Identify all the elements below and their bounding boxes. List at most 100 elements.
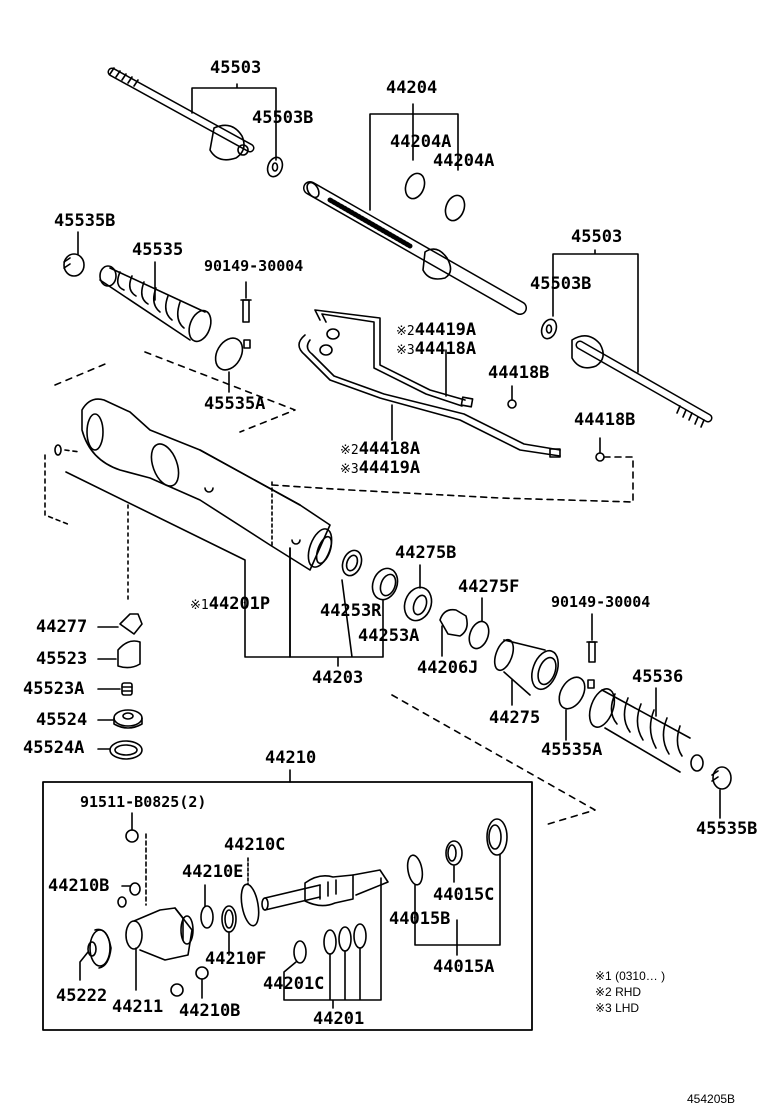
footnote-1-text: (0310… )	[615, 969, 666, 983]
tube-cap-1[interactable]	[507, 399, 517, 409]
marker-3-icon: ※3	[340, 462, 359, 477]
tie-rod-left[interactable]	[107, 67, 255, 161]
spring-45523a[interactable]	[121, 682, 133, 696]
label-44418b-1: 44418B	[488, 363, 550, 383]
label-tube-lower-2: ※344419A	[340, 460, 420, 477]
leader-44015-group	[414, 854, 501, 956]
part-44418a: 44418A	[358, 439, 421, 459]
figure-code: 454205B	[687, 1092, 736, 1106]
marker-2-icon: ※2	[340, 443, 359, 458]
seal-44210f[interactable]	[221, 905, 237, 933]
label-45524: 45524	[36, 710, 88, 730]
footnote-2-text: RHD	[615, 985, 642, 999]
label-44253r: 44253R	[320, 601, 382, 621]
pressure-tube-lower[interactable]	[298, 334, 561, 458]
dashed-guide-tube	[271, 456, 634, 503]
tie-rod-right-washer[interactable]	[539, 317, 559, 341]
valve-assembly-box	[42, 781, 533, 1031]
tie-rod-right[interactable]	[571, 335, 713, 428]
marker-1-icon: ※1	[595, 969, 612, 983]
gear-housing[interactable]	[54, 398, 336, 571]
tube-cap-2[interactable]	[595, 452, 605, 462]
label-44204: 44204	[386, 78, 438, 98]
rack-ring-a1[interactable]	[402, 171, 428, 202]
ring-44201c[interactable]	[293, 940, 307, 964]
ring-44210c[interactable]	[238, 883, 261, 927]
ring-44201-1[interactable]	[323, 929, 337, 955]
rack-ring-a2[interactable]	[442, 193, 468, 224]
plug-44210b-1[interactable]	[129, 882, 141, 896]
rack-bar[interactable]	[303, 181, 527, 315]
bolt-valve[interactable]	[125, 829, 139, 843]
bush-44275b[interactable]	[400, 584, 436, 625]
pressure-tube-upper[interactable]	[314, 309, 474, 408]
label-44253a: 44253A	[358, 626, 420, 646]
guide-44206j[interactable]	[439, 608, 468, 637]
cylinder-end-44275[interactable]	[491, 637, 563, 696]
boot-clip-left[interactable]	[63, 253, 85, 277]
spring-cap-45523[interactable]	[117, 640, 141, 669]
rack-guide-44277[interactable]	[119, 613, 143, 635]
label-tube-upper-1: ※244419A	[396, 322, 476, 339]
part-44419a: 44419A	[358, 458, 421, 478]
oring-44275f[interactable]	[466, 619, 492, 651]
tie-rod-left-washer[interactable]	[265, 155, 285, 179]
clamp-left[interactable]	[210, 333, 251, 374]
marker-2-icon: ※2	[595, 985, 612, 999]
footnote-3: ※3 LHD	[595, 1002, 639, 1014]
clamp-right[interactable]	[554, 673, 595, 713]
marker-1-icon: ※1	[190, 598, 209, 613]
label-45222: 45222	[56, 986, 108, 1006]
leader-45503-right	[552, 249, 639, 373]
oil-seal-44015c[interactable]	[486, 818, 508, 856]
bolt-upper[interactable]	[240, 299, 252, 323]
label-44204a-2: 44204A	[433, 151, 495, 171]
marker-2-icon: ※2	[396, 324, 415, 339]
valve-housing-44211[interactable]	[125, 907, 194, 961]
ring-44210e[interactable]	[200, 905, 214, 929]
plug-45524[interactable]	[113, 709, 143, 729]
label-44210: 44210	[265, 748, 317, 768]
label-45503-right: 45503	[571, 227, 623, 247]
label-44275b: 44275B	[395, 543, 457, 563]
ring-44201-2[interactable]	[338, 926, 352, 952]
leader-45222	[79, 951, 89, 981]
label-44015c: 44015C	[433, 885, 495, 905]
label-44210e: 44210E	[182, 862, 244, 882]
label-44201: 44201	[313, 1009, 365, 1029]
label-44210f: 44210F	[205, 949, 267, 969]
seal-44253r[interactable]	[339, 548, 365, 579]
part-44201p: 44201P	[208, 594, 271, 614]
label-44204a-1: 44204A	[390, 132, 452, 152]
boot-left[interactable]	[99, 265, 215, 344]
bolt-lower[interactable]	[586, 641, 598, 663]
plug-44210b-2b[interactable]	[170, 983, 184, 997]
boot-clip-right[interactable]	[711, 766, 732, 790]
dust-cover-45222[interactable]	[87, 928, 112, 969]
label-45535b-left: 45535B	[54, 211, 116, 231]
oil-seal-44015c-ring[interactable]	[445, 840, 463, 866]
seal-44253a[interactable]	[368, 565, 401, 603]
ring-44201-3[interactable]	[353, 923, 367, 949]
plug-ring-45524a[interactable]	[109, 740, 143, 760]
leader-44203-group	[65, 471, 384, 667]
label-44277: 44277	[36, 617, 88, 637]
label-45535a-left: 45535A	[204, 394, 266, 414]
label-44275f: 44275F	[458, 577, 520, 597]
marker-3-icon: ※3	[396, 343, 415, 358]
label-tube-lower-1: ※244418A	[340, 441, 420, 458]
label-44210c: 44210C	[224, 835, 286, 855]
leader-45503-left	[191, 83, 277, 161]
oil-seal-44015b[interactable]	[406, 854, 425, 886]
label-44211: 44211	[112, 997, 164, 1017]
plug-44210b-1b[interactable]	[117, 896, 127, 908]
leader-44204	[369, 103, 459, 211]
dashed-guide-housing	[44, 449, 81, 526]
pinion-valve-shaft[interactable]	[261, 869, 389, 911]
label-44201p: ※144201P	[190, 596, 270, 613]
boot-right[interactable]	[585, 685, 704, 773]
label-90149-lower: 90149-30004	[551, 593, 651, 611]
marker-3-icon: ※3	[595, 1001, 612, 1015]
label-45524a: 45524A	[23, 738, 85, 758]
